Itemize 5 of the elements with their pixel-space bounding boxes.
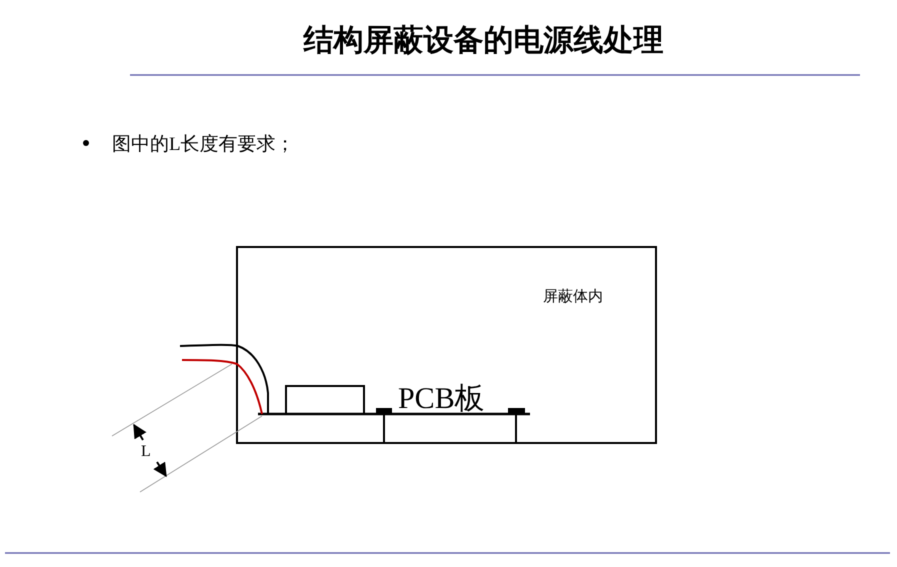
region-label: 屏蔽体内 [543,287,603,306]
slide-title: 结构屏蔽设备的电源线处理 [302,22,664,60]
board-label: PCB板 [398,381,485,417]
dimension-label: L [141,443,151,461]
bullet-text: 图中的L长度有要求； [112,133,295,157]
